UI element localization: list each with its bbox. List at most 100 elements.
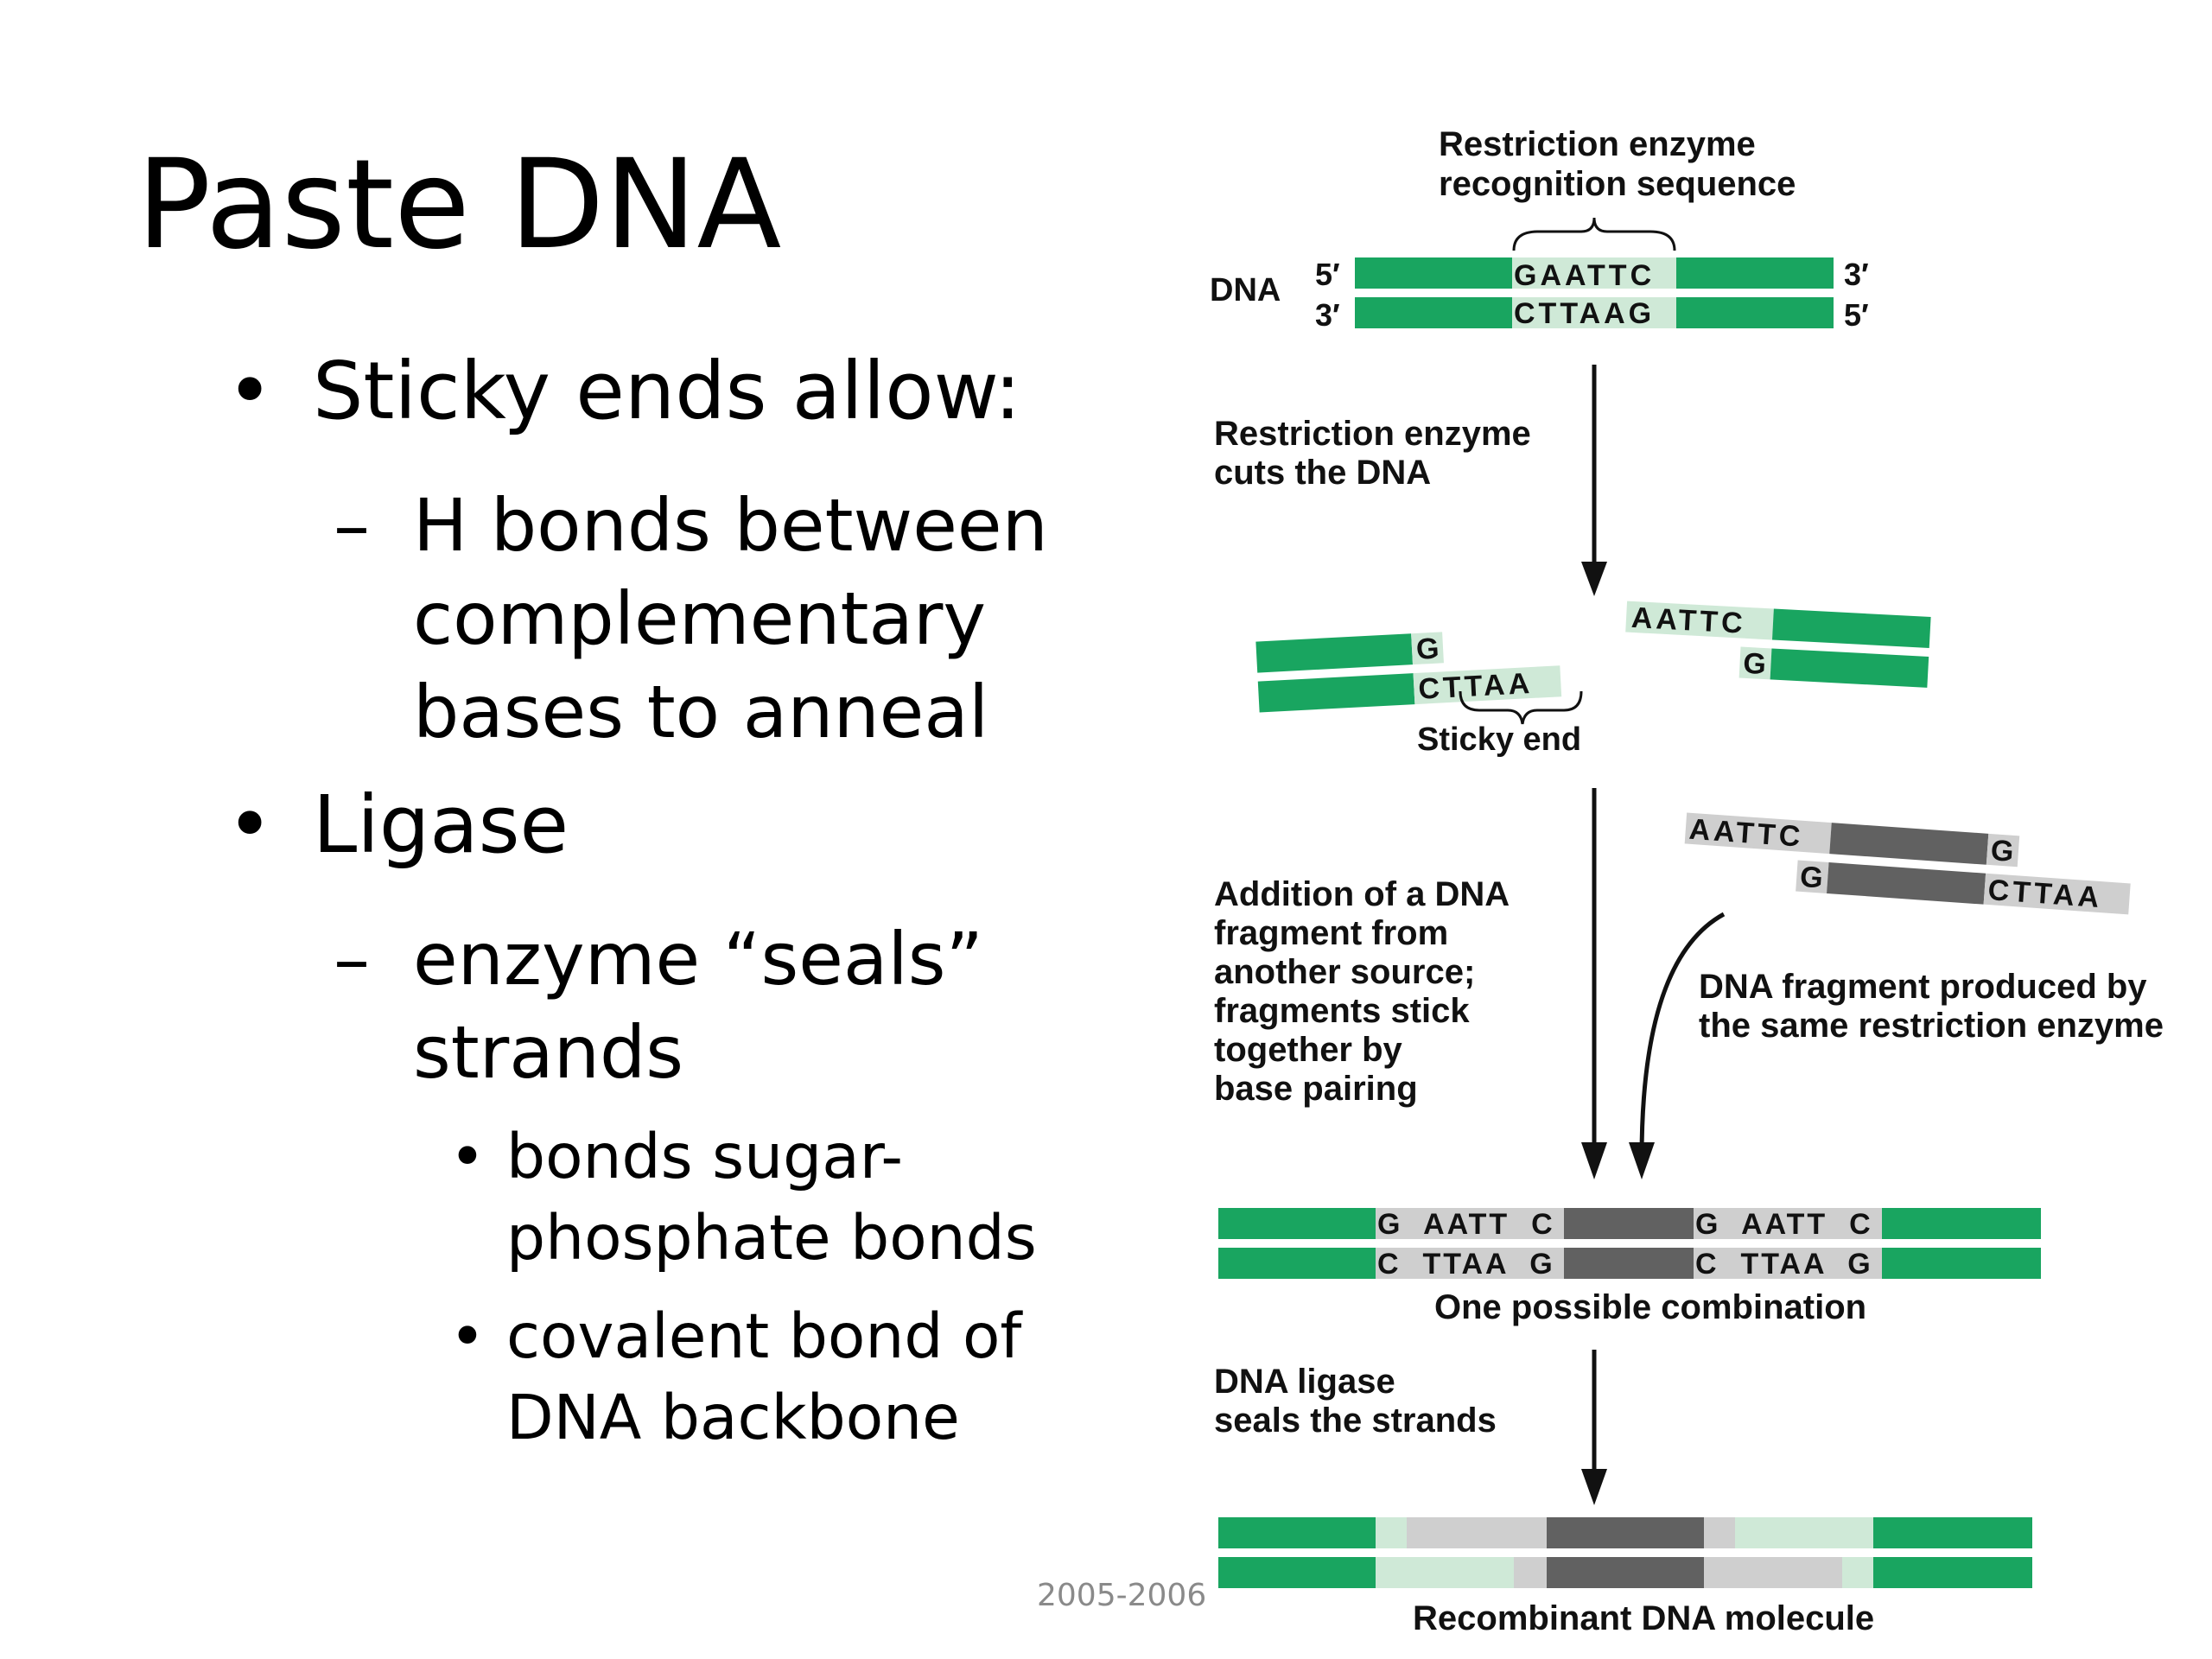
combined-dna: G AATT C G AATT C C TTAA G C TTAA G xyxy=(1218,1208,2041,1281)
step2-line: another source; xyxy=(1214,953,1475,991)
foreign-top-strand xyxy=(1829,823,1989,865)
step2-line: fragments stick xyxy=(1214,992,1470,1030)
left-bottom-strand xyxy=(1257,673,1415,713)
step1-label-line1: Restriction enzyme xyxy=(1214,415,1531,453)
recomb-light-bottom-1 xyxy=(1376,1557,1514,1588)
left-cttaa: CTTAA xyxy=(1418,667,1534,706)
bullet-text: Sticky ends allow: xyxy=(313,345,1021,437)
combo-site-top-1 xyxy=(1376,1208,1564,1239)
right-aattc: AATTC xyxy=(1630,601,1746,640)
recomb-gray-bottom-1 xyxy=(1514,1557,1547,1588)
dash-marker: – xyxy=(334,483,370,568)
dna-label: DNA xyxy=(1210,272,1281,308)
right-sticky-end xyxy=(1625,601,1774,640)
dna-top-strand-right xyxy=(1676,257,1834,289)
bottom-sequence: CTTAAG xyxy=(1514,297,1655,330)
recognition-label-line1: Restriction enzyme xyxy=(1439,125,1756,163)
foreign-bottom-end xyxy=(1796,860,1829,893)
left-sticky-end xyxy=(1413,665,1562,705)
recombinant-label: Recombinant DNA molecule xyxy=(1413,1599,1874,1637)
three-prime-right: 3′ xyxy=(1844,257,1869,292)
combo-foreign-top xyxy=(1564,1208,1694,1239)
combo-top-seq-1: G AATT C xyxy=(1377,1208,1555,1241)
step3-label-line2: seals the strands xyxy=(1214,1402,1497,1440)
step2-line: Addition of a DNA xyxy=(1214,875,1510,913)
sticky-end-brace xyxy=(1459,690,1583,725)
combo-green-top-left xyxy=(1218,1208,1376,1239)
step2-line: together by xyxy=(1214,1031,1403,1069)
recombinant-dna xyxy=(1218,1517,2032,1588)
recognition-brace xyxy=(1512,217,1676,251)
right-bottom-end xyxy=(1738,646,1772,680)
left-top-end xyxy=(1411,632,1444,665)
left-top-strand xyxy=(1255,633,1414,673)
foreign-sticky-bottom xyxy=(1983,873,2131,915)
left-cut-fragment: G CTTAA xyxy=(1255,632,1562,713)
dna-top-strand-left xyxy=(1355,257,1512,289)
recomb-green-bottom-right xyxy=(1873,1557,2032,1588)
slide-title: Paste DNA xyxy=(137,132,782,276)
foreign-bottom-strand xyxy=(1827,862,1986,905)
combo-green-bottom-right xyxy=(1882,1248,2041,1279)
bullet-text: Ligase xyxy=(313,779,569,871)
left-g: G xyxy=(1415,632,1440,666)
foreign-g-top: G xyxy=(1990,834,2015,868)
right-bottom-strand xyxy=(1770,648,1929,688)
recomb-green-bottom-left xyxy=(1218,1557,1376,1588)
recognition-site-bottom xyxy=(1512,297,1676,328)
three-prime-left: 3′ xyxy=(1315,297,1340,333)
foreign-sticky-top xyxy=(1684,812,1832,855)
right-top-strand xyxy=(1771,608,1931,648)
footer-text: 2005-2006 xyxy=(1037,1578,1207,1613)
recomb-foreign-top xyxy=(1547,1517,1704,1548)
top-sequence: GAATTC xyxy=(1514,259,1655,292)
combo-bottom-seq-2: C TTAA G xyxy=(1695,1248,1873,1281)
right-g: G xyxy=(1743,647,1767,681)
bullet-dot: • xyxy=(449,1121,486,1192)
curved-arrow-shaft xyxy=(1639,912,1726,1159)
fragment-label-line2: the same restriction enzyme xyxy=(1699,1007,2164,1045)
recomb-green-top-left xyxy=(1218,1517,1376,1548)
combination-label: One possible combination xyxy=(1434,1288,1866,1326)
foreign-aattc: AATTC xyxy=(1688,813,1805,854)
foreign-top-end xyxy=(1986,833,2020,868)
step3-label-line1: DNA ligase xyxy=(1214,1363,1395,1401)
five-prime-right: 5′ xyxy=(1844,297,1869,333)
bullet-dot: • xyxy=(226,345,274,437)
combo-top-seq-2: G AATT C xyxy=(1695,1208,1873,1241)
recomb-gray-bottom-2 xyxy=(1704,1557,1842,1588)
restriction-enzyme-diagram: Restriction enzyme recognition sequence … xyxy=(1210,125,2164,1637)
combo-site-bottom-2 xyxy=(1694,1248,1882,1279)
dna-bottom-strand-right xyxy=(1676,297,1834,328)
dash-marker: – xyxy=(334,917,370,1001)
foreign-g-bottom: G xyxy=(1799,861,1824,895)
arrow-head xyxy=(1581,1142,1607,1179)
combo-green-bottom-left xyxy=(1218,1248,1376,1279)
recognition-label-line2: recognition sequence xyxy=(1439,165,1796,203)
combo-foreign-bottom xyxy=(1564,1248,1694,1279)
fragment-label-line1: DNA fragment produced by xyxy=(1699,968,2147,1006)
recomb-light-bottom-2 xyxy=(1842,1557,1873,1588)
step2-label: Addition of a DNA fragment from another … xyxy=(1214,875,1510,1108)
combo-bottom-seq-1: C TTAA G xyxy=(1377,1248,1555,1281)
combo-site-bottom-1 xyxy=(1376,1248,1564,1279)
foreign-dna-fragment: AATTC G G CTTAA xyxy=(1684,812,2131,915)
step2-line: base pairing xyxy=(1214,1070,1418,1108)
sticky-end-label: Sticky end xyxy=(1417,721,1581,758)
curved-arrow-head xyxy=(1629,1142,1655,1179)
recomb-light-top-1 xyxy=(1376,1517,1407,1548)
combo-green-top-right xyxy=(1882,1208,2041,1239)
sub-sub-bullet-text: covalent bond of DNA backbone xyxy=(506,1300,1022,1453)
recognition-site-top xyxy=(1512,257,1676,289)
step1-label-line2: cuts the DNA xyxy=(1214,454,1431,492)
right-cut-fragment: AATTC G xyxy=(1625,601,1931,688)
arrow-head xyxy=(1581,1469,1607,1505)
recomb-light-top-2 xyxy=(1735,1517,1873,1548)
dna-bottom-strand-left xyxy=(1355,297,1512,328)
bullet-dot: • xyxy=(226,779,274,871)
step2-line: fragment from xyxy=(1214,914,1448,952)
recomb-gray-top-2 xyxy=(1704,1517,1735,1548)
combo-site-top-2 xyxy=(1694,1208,1882,1239)
bullet-dot: • xyxy=(449,1300,486,1372)
recomb-green-top-right xyxy=(1873,1517,2032,1548)
